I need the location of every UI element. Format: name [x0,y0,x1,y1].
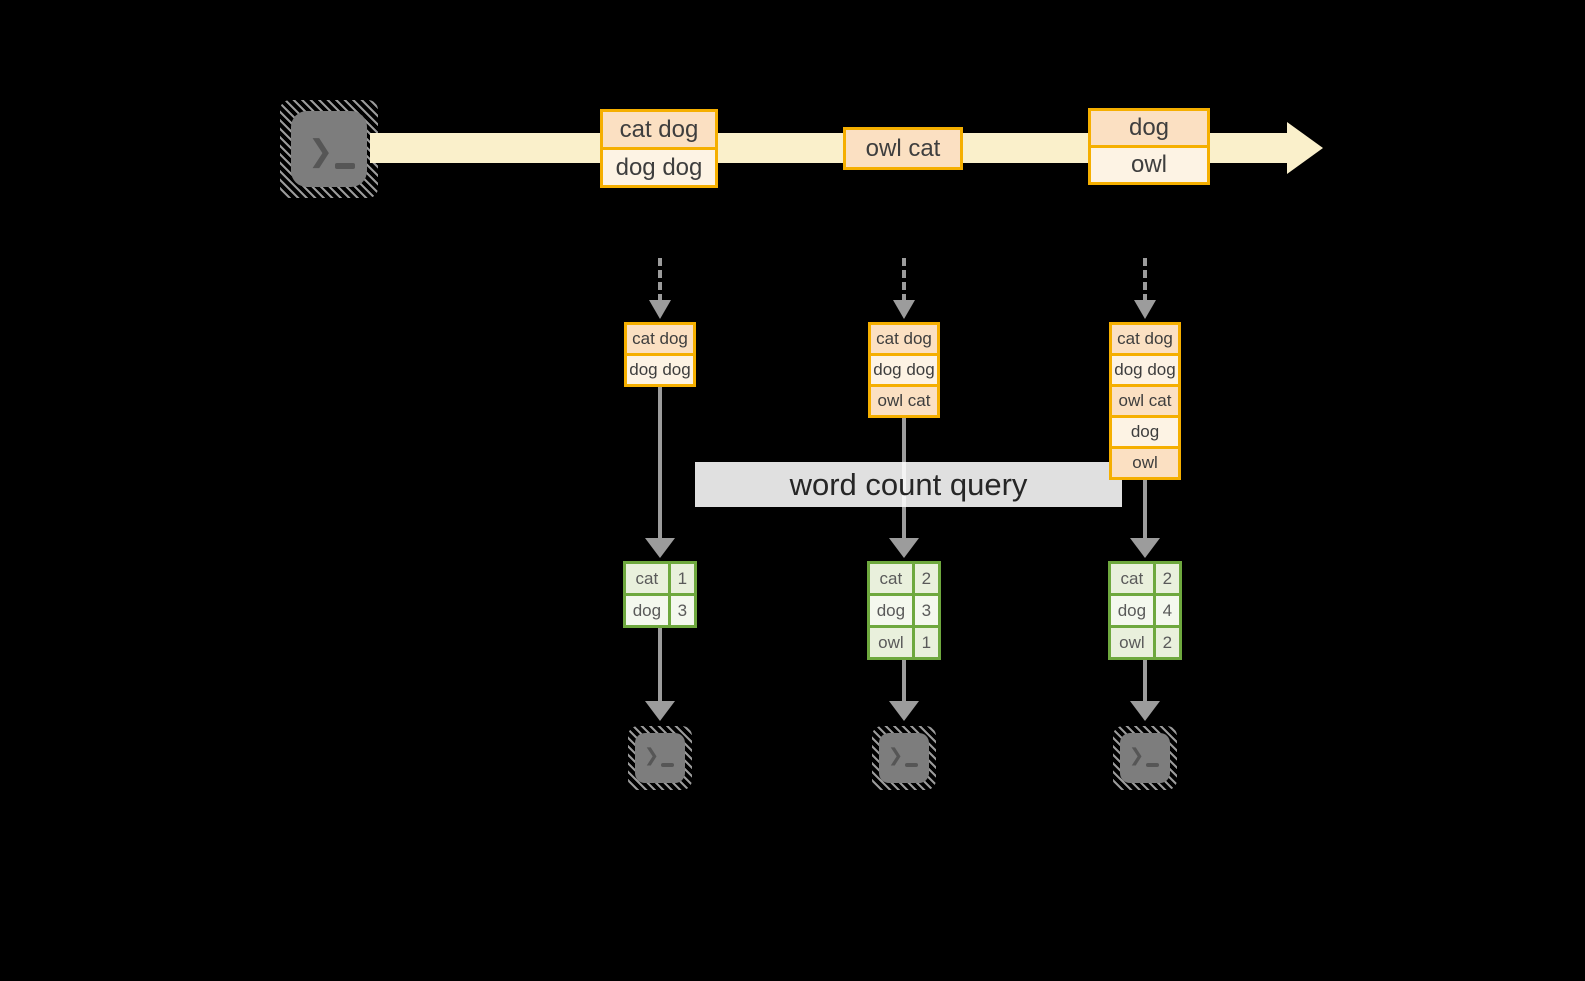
buffer-row: dog dog [627,356,693,384]
count-cell: 2 [1155,564,1179,593]
terminal-body: ❯ [635,733,685,783]
dashed-arrowhead-icon [893,300,915,319]
word-count-table-1: cat 1 dog 3 [623,561,697,628]
stream-event-box-2: owl cat [843,127,963,170]
terminal-cursor-icon [1146,763,1159,767]
count-cell: 3 [914,596,938,625]
table-row: dog 4 [1111,596,1179,625]
dashed-arrowhead-icon [1134,300,1156,319]
query-label: word count query [789,466,1028,502]
source-terminal-icon: ❯ [280,100,378,198]
terminal-prompt-icon: ❯ [308,135,334,168]
sink-terminal-icon-1: ❯ [628,726,692,790]
word-count-table-3: cat 2 dog 4 owl 2 [1108,561,1182,660]
terminal-prompt-icon: ❯ [888,745,904,765]
arrowhead-icon [645,538,675,558]
arrow-line [658,387,662,540]
dashed-arrow-line [1143,258,1147,302]
word-cell: dog [1111,596,1153,625]
stream-event-box-1: cat dog dog dog [600,109,718,188]
buffer-row: cat dog [1112,325,1178,353]
word-cell: owl [870,628,912,657]
terminal-cursor-icon [661,763,674,767]
dashed-arrow-line [658,258,662,302]
dashed-arrowhead-icon [649,300,671,319]
word-cell: owl [1111,628,1153,657]
word-cell: cat [1111,564,1153,593]
word-cell: cat [626,564,668,593]
word-cell: dog [626,596,668,625]
count-cell: 2 [1155,628,1179,657]
word-count-table-2: cat 2 dog 3 owl 1 [867,561,941,660]
buffer-row: dog dog [1112,356,1178,384]
count-cell: 1 [670,564,694,593]
sink-terminal-icon-2: ❯ [872,726,936,790]
buffer-row: cat dog [871,325,937,353]
word-cell: cat [870,564,912,593]
arrowhead-icon [889,701,919,721]
table-row: owl 2 [1111,628,1179,657]
terminal-cursor-icon [335,163,355,169]
table-row: cat 2 [1111,564,1179,593]
terminal-body: ❯ [879,733,929,783]
count-cell: 1 [914,628,938,657]
buffer-row: owl cat [871,387,937,415]
event-line: dog [1091,111,1207,145]
event-line: owl cat [846,130,960,167]
count-cell: 3 [670,596,694,625]
buffer-row: cat dog [627,325,693,353]
terminal-prompt-icon: ❯ [644,745,660,765]
table-row: dog 3 [626,596,694,625]
buffer-stack-3: cat dog dog dog owl cat dog owl [1109,322,1181,480]
word-cell: dog [870,596,912,625]
count-cell: 4 [1155,596,1179,625]
sink-terminal-icon-3: ❯ [1113,726,1177,790]
event-line: cat dog [603,112,715,147]
arrow-line [1143,660,1147,703]
buffer-row: owl [1112,449,1178,477]
table-row: dog 3 [870,596,938,625]
arrow-line [658,628,662,703]
stream-event-box-3: dog owl [1088,108,1210,185]
event-line: dog dog [603,150,715,185]
event-line: owl [1091,148,1207,182]
count-cell: 2 [914,564,938,593]
arrowhead-icon [1130,538,1160,558]
arrowhead-icon [889,538,919,558]
terminal-cursor-icon [905,763,918,767]
dashed-arrow-line [902,258,906,302]
terminal-body: ❯ [291,111,367,187]
query-label-box: word count query [695,462,1122,507]
buffer-stack-2: cat dog dog dog owl cat [868,322,940,418]
table-row: cat 1 [626,564,694,593]
buffer-row: dog dog [871,356,937,384]
arrowhead-icon [1130,701,1160,721]
arrow-line [1143,480,1147,540]
stream-arrowhead-icon [1287,122,1323,174]
arrowhead-icon [645,701,675,721]
terminal-prompt-icon: ❯ [1129,745,1145,765]
buffer-stack-1: cat dog dog dog [624,322,696,387]
terminal-body: ❯ [1120,733,1170,783]
buffer-row: owl cat [1112,387,1178,415]
table-row: owl 1 [870,628,938,657]
buffer-row: dog [1112,418,1178,446]
arrow-line [902,660,906,703]
table-row: cat 2 [870,564,938,593]
